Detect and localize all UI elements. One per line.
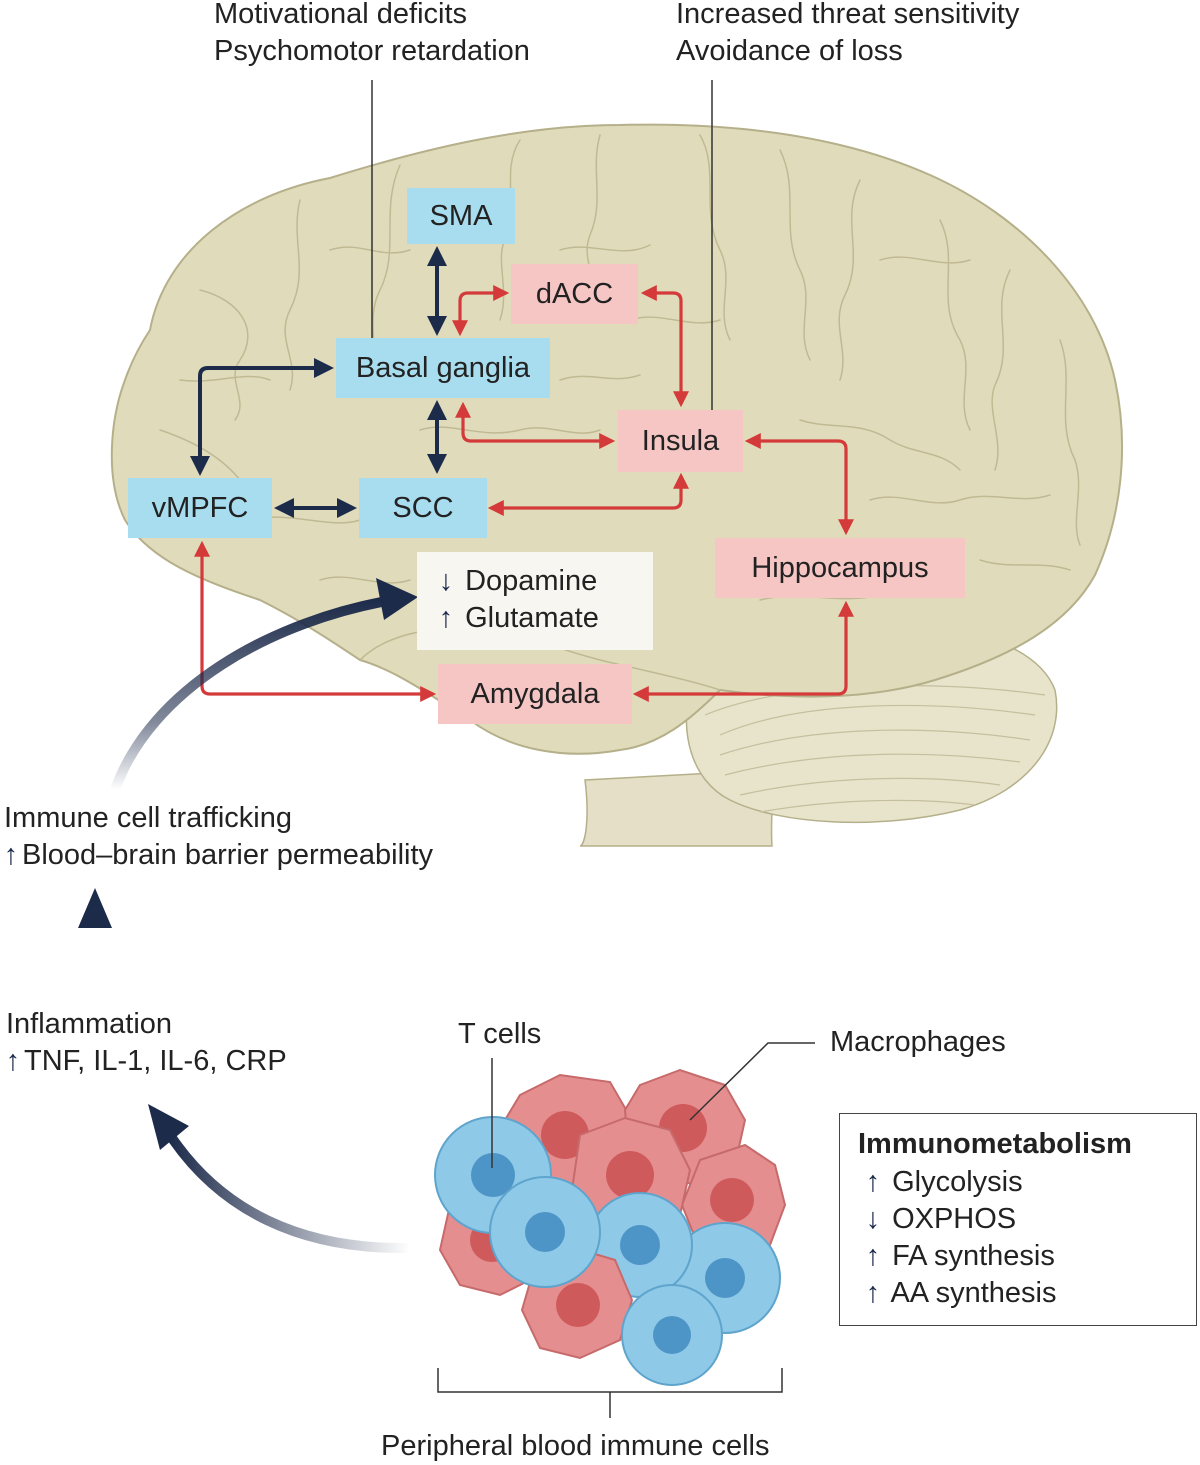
annotation-motivational-deficits: Motivational deficits [214, 0, 468, 30]
arrow-dacc-insula [640, 285, 689, 408]
region-sma: SMA [407, 188, 515, 244]
glutamate-row: ↑ Glutamate [435, 602, 599, 635]
arrow-basal-insula [455, 401, 616, 449]
t-cell [489, 1176, 601, 1288]
glycolysis-row: ↑ Glycolysis [862, 1166, 1023, 1199]
brain-cerebrum [110, 123, 1124, 755]
annotation-psychomotor-retardation: Psychomotor retardation [214, 35, 530, 67]
arrow-scc-insula [487, 472, 689, 516]
t-cell [621, 1284, 723, 1386]
leader-macrophages [689, 1042, 815, 1121]
label-peripheral-blood-immune-cells: Peripheral blood immune cells [381, 1430, 770, 1462]
arrow-vmpfc-amygdala [194, 540, 437, 702]
down-arrow-icon: ↓ [865, 1203, 881, 1235]
up-arrow-icon: ↑ [865, 1240, 881, 1272]
immune-cell-cluster [434, 1068, 787, 1386]
up-arrow-icon: ↑ [865, 1277, 881, 1309]
region-insula: Insula [618, 410, 743, 472]
up-arrow-icon: ↑ [3, 839, 19, 871]
annotation-cytokines: ↑TNF, IL-1, IL-6, CRP [2, 1043, 287, 1080]
annotation-bbb-permeability: ↑Blood–brain barrier permeability [0, 837, 433, 874]
annotation-avoidance-of-loss: Avoidance of loss [676, 35, 903, 67]
up-arrow-icon: ↑ [438, 602, 454, 634]
region-amygdala: Amygdala [438, 664, 632, 724]
oxphos-row: ↓ OXPHOS [862, 1203, 1016, 1236]
immunometabolism-title: Immunometabolism [858, 1128, 1132, 1160]
arc-arrow-to-brain [110, 594, 403, 795]
up-arrow-icon: ↑ [5, 1045, 21, 1077]
arrow-insula-hippocampus [744, 433, 854, 536]
dopamine-label: Dopamine [465, 565, 598, 597]
label-t-cells: T cells [458, 1018, 542, 1050]
immunometabolism-box: Immunometabolism ↑ Glycolysis ↓ OXPHOS ↑… [839, 1113, 1197, 1326]
arc-arrow-to-brain-head [376, 578, 418, 620]
region-hippocampus: Hippocampus [715, 538, 965, 598]
arc-arrow-to-inflammation-head [148, 1104, 189, 1150]
arc-arrow-to-inflammation [165, 1130, 415, 1254]
label-macrophages: Macrophages [830, 1026, 1006, 1058]
aa-synthesis-row: ↑ AA synthesis [862, 1277, 1057, 1310]
bracket-peripheral [437, 1368, 783, 1393]
region-dacc: dACC [511, 264, 638, 324]
down-arrow-icon: ↓ [438, 565, 454, 597]
arrow-hippocampus-amygdala [632, 600, 854, 702]
arrow-dacc-basal [452, 285, 510, 337]
dopamine-row: ↓ Dopamine [435, 565, 598, 598]
fa-synthesis-row: ↑ FA synthesis [862, 1240, 1055, 1273]
region-vmpfc: vMPFC [128, 478, 272, 538]
region-scc: SCC [359, 478, 487, 538]
arrow-basal-vmpfc [190, 358, 334, 476]
region-basal-ganglia: Basal ganglia [336, 338, 550, 398]
glutamate-label: Glutamate [465, 602, 599, 634]
annotation-threat-sensitivity: Increased threat sensitivity [676, 0, 1020, 30]
annotation-inflammation: Inflammation [6, 1008, 173, 1040]
annotation-immune-cell-trafficking: Immune cell trafficking [4, 802, 292, 834]
arrow-up-to-trafficking-head [78, 888, 112, 928]
up-arrow-icon: ↑ [865, 1166, 881, 1198]
neurotransmitter-box: ↓ Dopamine ↑ Glutamate [417, 552, 653, 650]
